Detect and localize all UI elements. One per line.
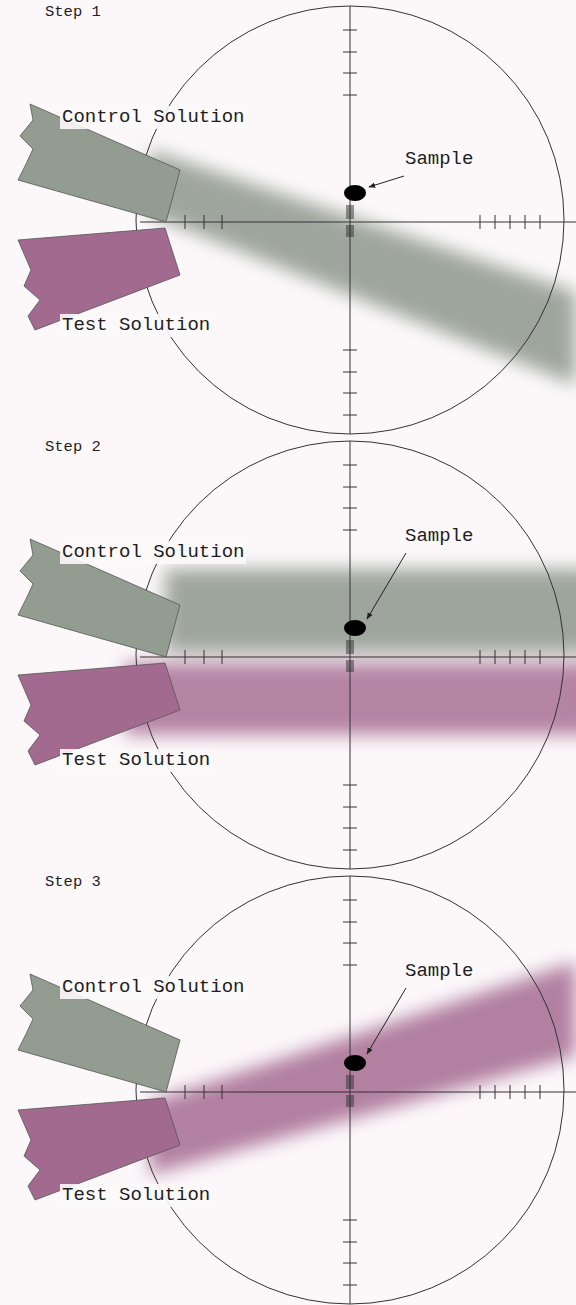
solution-label: Control Solution — [60, 541, 246, 564]
reticle — [136, 6, 576, 434]
solution-label: Test Solution — [60, 749, 212, 772]
reticle — [136, 441, 576, 869]
leader-arrow — [367, 553, 406, 619]
solution-label: Control Solution — [60, 976, 246, 999]
leader-arrow — [367, 988, 406, 1054]
solution-label: Test Solution — [60, 1184, 212, 1207]
sample-dot — [344, 185, 366, 201]
control-stream — [150, 150, 576, 385]
sample-dot — [344, 620, 366, 636]
sample-label: Sample — [405, 960, 473, 983]
step-label: Step 3 — [45, 873, 101, 892]
panel — [18, 6, 576, 434]
pipes — [18, 974, 180, 1200]
panel — [18, 441, 576, 869]
solution-label: Control Solution — [60, 106, 246, 129]
step-label: Step 2 — [45, 438, 101, 457]
sample-label: Sample — [405, 525, 473, 548]
solution-label: Test Solution — [60, 314, 212, 337]
pipes — [18, 539, 180, 765]
control-stream — [165, 569, 576, 653]
panel — [18, 876, 576, 1304]
pipes — [18, 104, 180, 330]
reticle — [136, 876, 576, 1304]
step-label: Step 1 — [45, 3, 101, 22]
sample-label: Sample — [405, 148, 473, 171]
sample-dot — [344, 1055, 366, 1071]
leader-arrow — [369, 176, 404, 187]
